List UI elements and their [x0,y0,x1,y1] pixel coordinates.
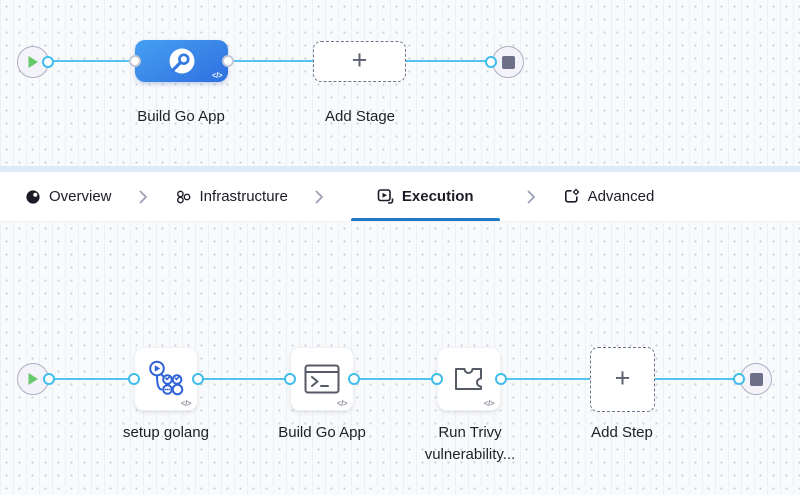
horizontal-scrollbar[interactable] [0,166,800,172]
stage-in-port[interactable] [129,55,141,67]
tab-advanced[interactable]: Advanced [563,172,655,221]
yaml-toggle-badge: </> [180,399,192,408]
tab-label: Infrastructure [199,188,288,205]
advanced-icon [564,188,579,203]
execution-icon [377,189,394,204]
tab-label: Advanced [587,188,655,205]
tab-infrastructure[interactable]: Infrastructure [175,172,288,221]
stage-label: Build Go App [137,108,225,125]
add-stage-label: Add Stage [324,108,396,125]
stage-node-build-go-app[interactable]: </> [135,40,228,82]
chevron-right-icon [315,190,323,203]
stage-out-port[interactable] [222,55,234,67]
plus-icon: + [614,363,631,393]
stop-icon [501,55,515,69]
add-step-label: Add Step [591,424,653,441]
stop-icon [749,372,763,386]
yaml-toggle-badge: </> [336,399,348,408]
step-in-port[interactable] [128,373,140,385]
step-node-setup-golang[interactable]: </> [134,347,198,411]
step-out-port[interactable] [495,373,507,385]
tab-execution[interactable]: Execution [350,172,500,221]
step-label: Run Trivy vulnerability... [424,424,516,463]
execution-start-node [17,363,49,395]
pipeline-end-node [492,46,524,78]
step-node-run-trivy[interactable]: </> [437,347,501,411]
tab-overview[interactable]: Overview [25,172,112,221]
tab-label: Overview [49,188,112,205]
step-node-build-go-app[interactable]: </> [290,347,354,411]
infrastructure-icon [176,190,190,203]
end-in-port[interactable] [733,373,745,385]
terminal-run-icon [304,364,340,394]
execution-graph-canvas[interactable]: </> setup golang </> Build Go App </> Ru… [0,222,800,495]
stage-graph-canvas[interactable]: </> Build Go App + Add Stage [0,0,800,172]
stage-config-tabbar: Overview Infrastructure Execution [0,172,800,222]
overview-icon [26,189,40,204]
end-in-port[interactable] [485,56,497,68]
plugin-pipeline-icon [149,360,184,396]
add-step-button[interactable]: + [590,347,655,412]
step-in-port[interactable] [284,373,296,385]
step-in-port[interactable] [431,373,443,385]
stage-connector-line [40,60,492,62]
tab-label: Execution [401,188,474,205]
step-out-port[interactable] [192,373,204,385]
puzzle-plugin-icon [455,368,482,390]
step-connector-line [40,378,748,380]
play-icon [28,373,38,385]
chevron-right-icon [527,190,535,203]
play-icon [28,56,38,68]
step-label: setup golang [123,424,209,441]
start-out-port[interactable] [43,373,55,385]
add-stage-button[interactable]: + [313,41,406,82]
yaml-toggle-badge: </> [211,71,223,80]
step-out-port[interactable] [348,373,360,385]
start-out-port[interactable] [42,56,54,68]
step-label: Build Go App [278,424,366,441]
plus-icon: + [351,45,368,75]
yaml-toggle-badge: </> [483,399,495,408]
ci-build-stage-icon [169,48,194,74]
chevron-right-icon [139,190,147,203]
